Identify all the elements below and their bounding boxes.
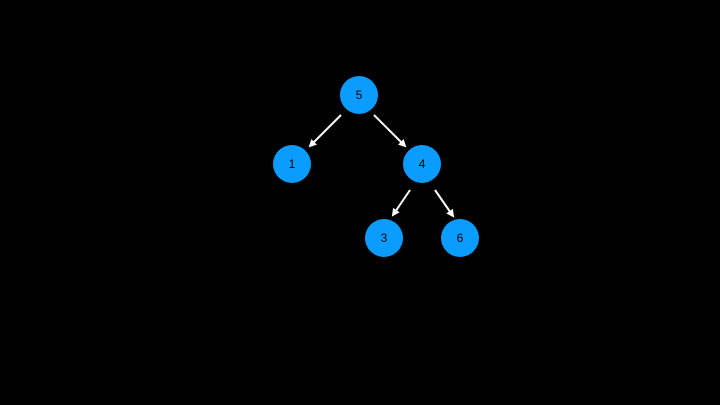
node-circle [273,145,311,183]
tree-node-5: 5 [340,76,378,114]
edge-4-to-6 [434,189,455,218]
tree-node-1: 1 [273,145,311,183]
node-label: 6 [457,231,464,245]
node-circle [441,219,479,257]
node-circle [365,219,403,257]
node-circle [403,145,441,183]
tree-node-4: 4 [403,145,441,183]
edge-5-to-4 [373,114,407,148]
tree-node-6: 6 [441,219,479,257]
node-label: 4 [419,157,426,171]
node-label: 3 [381,231,388,245]
node-circle [340,76,378,114]
edge-4-to-3 [391,189,411,217]
tree-node-3: 3 [365,219,403,257]
node-label: 1 [289,157,296,171]
edge-5-to-1 [308,114,342,148]
node-label: 5 [356,88,363,102]
